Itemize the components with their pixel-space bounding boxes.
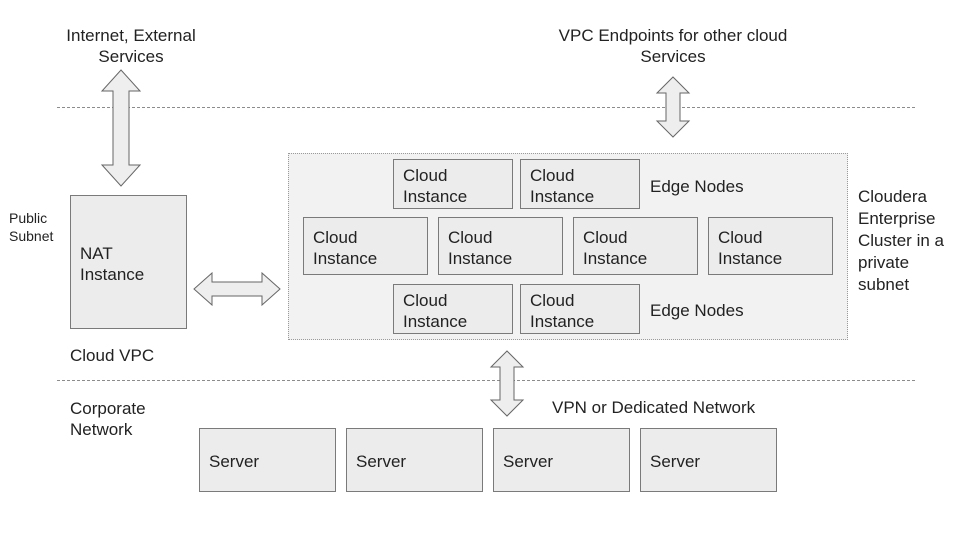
corporate-network-line2: Network [70,420,133,439]
cloud-vpc-label: Cloud VPC [70,346,155,365]
cluster-description-line2: Enterprise [858,209,936,228]
cloud-instance-line1: Cloud [530,166,575,185]
internet-label-line2: Services [98,47,164,66]
cloud-instance-line2: Instance [530,312,595,331]
cluster-description-line3: Cluster in a [858,231,944,250]
server-box: Server [640,428,777,492]
cluster-description: Cloudera Enterprise Cluster in a private… [858,186,944,296]
cluster-description-line1: Cloudera [858,187,927,206]
cloud-instance-line2: Instance [403,312,468,331]
internet-label: Internet, External Services [40,25,222,67]
public-subnet-line1: Public [9,210,48,226]
vpc-endpoints-label-line2: Services [640,47,706,66]
cloud-instance-box: Cloud Instance [708,217,833,275]
vpc-endpoints-label-line1: VPC Endpoints for other cloud [558,26,788,45]
server-box: Server [493,428,630,492]
cloud-instance-box: Cloud Instance [520,284,640,334]
cloud-instance-line2: Instance [530,187,595,206]
cloud-instance-line2: Instance [583,249,648,268]
nat-instance-line1: NAT [80,244,113,263]
corporate-network-label: Corporate Network [70,398,146,440]
nat-instance-box: NAT Instance [70,195,187,329]
cluster-description-line4: private [858,253,910,272]
cluster-corporate-arrow [489,350,525,417]
cloud-instance-box: Cloud Instance [520,159,640,209]
server-label: Server [650,452,701,471]
cloud-instance-line1: Cloud [448,228,493,247]
server-box: Server [346,428,483,492]
cloud-instance-line2: Instance [448,249,513,268]
cloud-instance-line1: Cloud [718,228,763,247]
edge-nodes-label-bottom: Edge Nodes [650,301,744,320]
cloud-instance-line2: Instance [313,249,378,268]
cluster-description-line5: subnet [858,275,910,294]
cloud-instance-line1: Cloud [530,291,575,310]
cloud-instance-line1: Cloud [403,166,448,185]
internet-nat-arrow [100,69,142,187]
cloud-instance-line1: Cloud [403,291,448,310]
cloud-instance-box: Cloud Instance [393,159,513,209]
corporate-network-line1: Corporate [70,399,146,418]
server-label: Server [356,452,407,471]
cloud-instance-box: Cloud Instance [573,217,698,275]
vpc-endpoints-label: VPC Endpoints for other cloud Services [528,25,818,67]
internet-label-line1: Internet, External [66,26,196,45]
cloud-instance-box: Cloud Instance [393,284,513,334]
server-label: Server [503,452,554,471]
server-box: Server [199,428,336,492]
edge-nodes-label-top: Edge Nodes [650,177,744,196]
cloud-instance-line2: Instance [403,187,468,206]
nat-cluster-arrow [193,271,281,307]
public-subnet-line2: Subnet [9,228,54,244]
vpn-label: VPN or Dedicated Network [552,398,756,417]
cloud-instance-line1: Cloud [313,228,358,247]
server-label: Server [209,452,260,471]
cloud-instance-box: Cloud Instance [303,217,428,275]
cloud-boundary-line [57,107,915,108]
nat-instance-line2: Instance [80,265,145,284]
cloud-instance-box: Cloud Instance [438,217,563,275]
public-subnet-label: Public Subnet [9,209,53,245]
vpc-endpoints-cluster-arrow [655,76,691,138]
cloud-instance-line1: Cloud [583,228,628,247]
corporate-boundary-line [57,380,915,381]
cloud-instance-line2: Instance [718,249,783,268]
